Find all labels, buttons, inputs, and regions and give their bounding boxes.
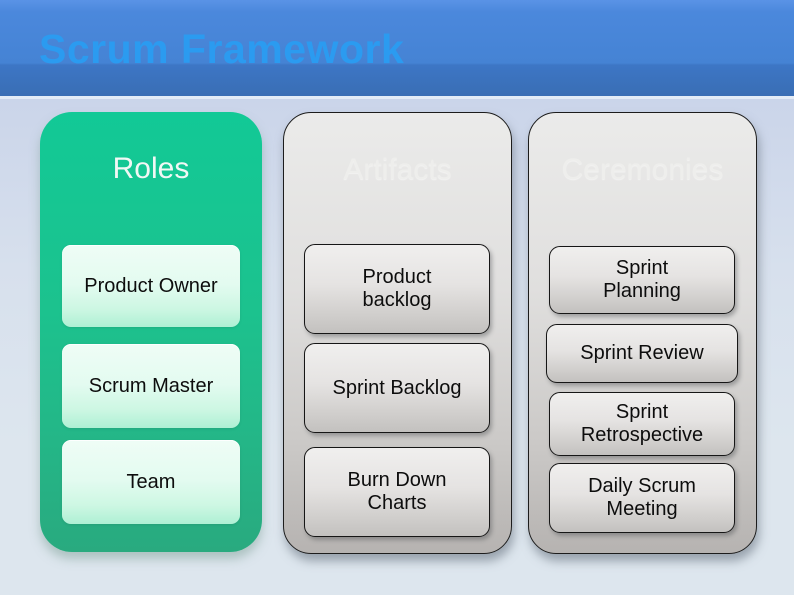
box-sprint-retrospective-label: Sprint Retrospective xyxy=(580,401,704,446)
box-scrum-master-label: Scrum Master xyxy=(88,374,214,397)
box-sprint-backlog: Sprint Backlog xyxy=(304,343,490,433)
roles-panel: Roles Product Owner Scrum Master Team xyxy=(40,112,262,552)
box-team: Team xyxy=(62,440,240,524)
roles-panel-title: Roles xyxy=(112,152,190,185)
box-daily-scrum-meeting: Daily Scrum Meeting xyxy=(549,463,735,533)
box-team-label: Team xyxy=(126,470,176,493)
box-sprint-planning: Sprint Planning xyxy=(549,246,735,314)
box-sprint-review: Sprint Review xyxy=(546,324,738,383)
box-product-backlog: Product backlog xyxy=(304,244,490,334)
box-sprint-backlog-label: Sprint Backlog xyxy=(332,376,462,399)
artifacts-panel-title: Artifacts xyxy=(343,153,452,186)
box-scrum-master: Scrum Master xyxy=(62,344,240,428)
box-product-owner: Product Owner xyxy=(62,245,240,327)
slide-header: Scrum Framework xyxy=(0,0,794,99)
ceremonies-panel-title: Ceremonies xyxy=(561,153,724,186)
box-burn-down-charts-label: Burn Down Charts xyxy=(347,469,447,514)
box-product-backlog-label: Product backlog xyxy=(362,266,432,311)
slide-title: Scrum Framework xyxy=(39,26,405,72)
box-product-owner-label: Product Owner xyxy=(84,274,218,297)
ceremonies-panel: Ceremonies Sprint Planning Sprint Review… xyxy=(528,112,757,554)
box-sprint-planning-label: Sprint Planning xyxy=(603,257,681,302)
box-sprint-review-label: Sprint Review xyxy=(580,342,704,364)
box-daily-scrum-meeting-label: Daily Scrum Meeting xyxy=(588,475,696,520)
box-burn-down-charts: Burn Down Charts xyxy=(304,447,490,537)
box-sprint-retrospective: Sprint Retrospective xyxy=(549,392,735,456)
artifacts-panel: Artifacts Product backlog Sprint Backlog… xyxy=(283,112,512,554)
